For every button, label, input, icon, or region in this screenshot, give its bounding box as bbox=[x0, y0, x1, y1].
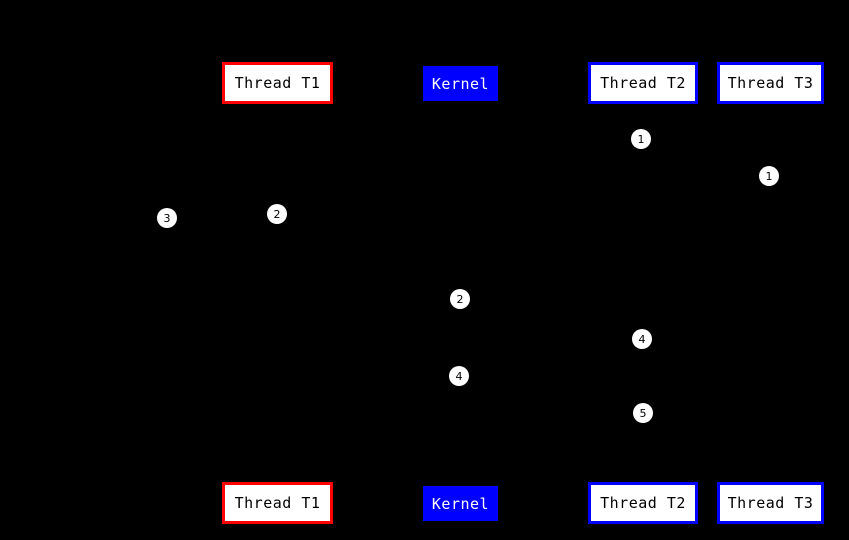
lifeline-box-t1: Thread T1 bbox=[222, 62, 333, 104]
lifeline-label: Thread T2 bbox=[600, 494, 686, 512]
lifeline-box-t1b: Thread T1 bbox=[222, 482, 333, 524]
lifeline-box-kernelb: Kernel bbox=[423, 486, 498, 521]
lifeline-label: Thread T3 bbox=[727, 74, 814, 92]
lifeline-label: Thread T3 bbox=[727, 494, 814, 512]
message-line-m2 bbox=[460, 188, 770, 189]
lifeline-axis-t2 bbox=[643, 104, 644, 482]
lifeline-label: Kernel bbox=[431, 74, 490, 93]
message-arrowhead-m4 bbox=[452, 260, 460, 268]
message-line-m1 bbox=[460, 150, 643, 151]
lifeline-label: Thread T1 bbox=[234, 494, 321, 512]
step-badge-2: 2 bbox=[450, 289, 470, 309]
step-badge-4: 4 bbox=[632, 329, 652, 349]
step-badge-label: 4 bbox=[455, 369, 463, 383]
message-line-m6 bbox=[460, 351, 643, 352]
message-arrowhead-m6 bbox=[460, 347, 468, 355]
lifeline-label: Thread T2 bbox=[600, 74, 686, 92]
step-badge-3: 3 bbox=[157, 208, 177, 228]
lifeline-label: Kernel bbox=[431, 494, 490, 513]
lifeline-label: Thread T1 bbox=[234, 74, 321, 92]
message-arrowhead-m2 bbox=[460, 184, 468, 192]
step-badge-label: 2 bbox=[456, 292, 464, 306]
step-badge-1: 1 bbox=[631, 129, 651, 149]
step-badge-5: 5 bbox=[633, 403, 653, 423]
lifeline-box-t3: Thread T3 bbox=[717, 62, 824, 104]
lifeline-box-t3b: Thread T3 bbox=[717, 482, 824, 524]
message-arrowhead-m3 bbox=[277, 222, 285, 230]
step-badge-label: 5 bbox=[639, 406, 647, 420]
step-badge-2: 2 bbox=[267, 204, 287, 224]
lifeline-axis-t1 bbox=[277, 104, 278, 482]
lifeline-box-t2b: Thread T2 bbox=[588, 482, 698, 524]
message-line-m7 bbox=[460, 388, 643, 389]
message-line-m5 bbox=[460, 311, 643, 312]
step-badge-label: 1 bbox=[637, 132, 645, 146]
step-badge-label: 1 bbox=[765, 169, 773, 183]
step-badge-4: 4 bbox=[449, 366, 469, 386]
step-badge-label: 3 bbox=[163, 211, 171, 225]
step-badge-label: 2 bbox=[273, 207, 281, 221]
lifeline-box-t2: Thread T2 bbox=[588, 62, 698, 104]
step-badge-1: 1 bbox=[759, 166, 779, 186]
message-line-m4 bbox=[277, 264, 460, 265]
step-badge-label: 4 bbox=[638, 332, 646, 346]
lifeline-axis-t3 bbox=[770, 104, 771, 482]
message-arrowhead-m8 bbox=[762, 421, 770, 429]
lifeline-box-kernel: Kernel bbox=[423, 66, 498, 101]
message-line-m3 bbox=[277, 226, 460, 227]
message-line-m8 bbox=[643, 425, 770, 426]
message-arrowhead-m7 bbox=[635, 384, 643, 392]
message-arrowhead-m5 bbox=[635, 307, 643, 315]
message-arrowhead-m1 bbox=[460, 146, 468, 154]
